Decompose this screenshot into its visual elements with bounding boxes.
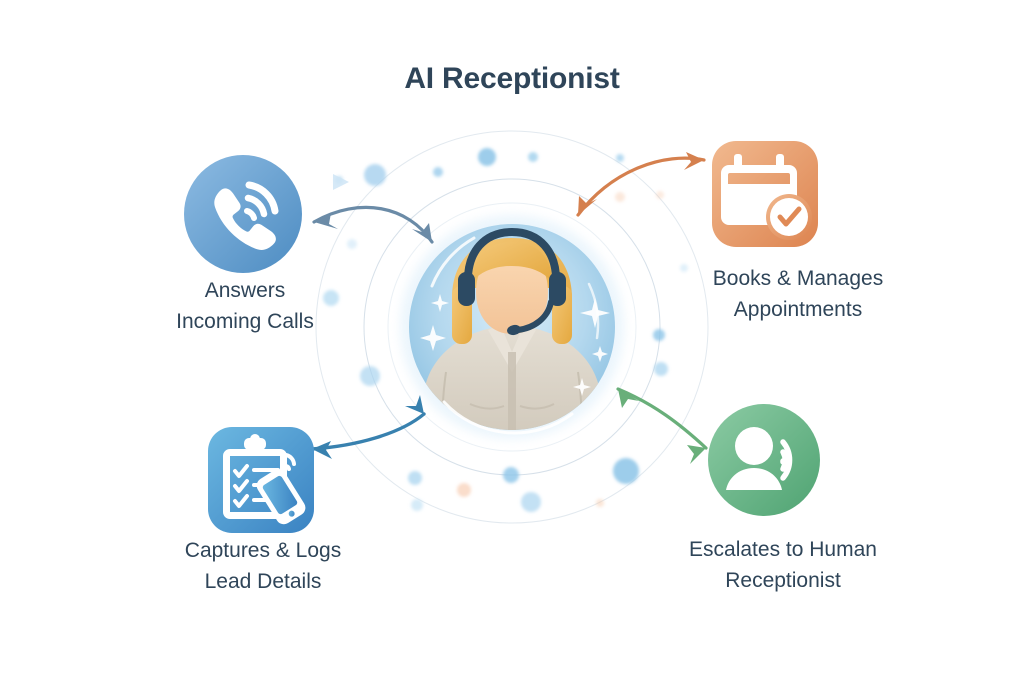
node-label-escalates-to-human-receptionist: Escalates to Human Receptionist bbox=[689, 538, 877, 592]
calendar-check-icon[interactable] bbox=[712, 141, 818, 247]
node-label-books-manages-appointments: Books & Manages Appointments bbox=[712, 267, 884, 321]
node-label-answers-incoming-calls: Answers Incoming Calls bbox=[176, 279, 314, 333]
person-signal-icon[interactable] bbox=[708, 404, 820, 516]
arrow-captures-logs-lead-details bbox=[310, 395, 426, 459]
ai-receptionist-avatar bbox=[409, 224, 615, 435]
clipboard-mobile-icon[interactable] bbox=[208, 427, 314, 533]
arrow-escalates-to-human-receptionist bbox=[616, 387, 708, 464]
node-label-captures-logs-lead-details: Captures & Logs Lead Details bbox=[184, 539, 342, 593]
orbit-marker-icon bbox=[333, 174, 349, 190]
arrow-books-manages-appointments bbox=[576, 152, 706, 217]
page-title: AI Receptionist bbox=[404, 62, 620, 95]
arrow-answers-incoming-calls bbox=[312, 205, 434, 244]
orbit-dots-faint bbox=[347, 239, 688, 507]
phone-call-icon[interactable] bbox=[184, 155, 302, 273]
